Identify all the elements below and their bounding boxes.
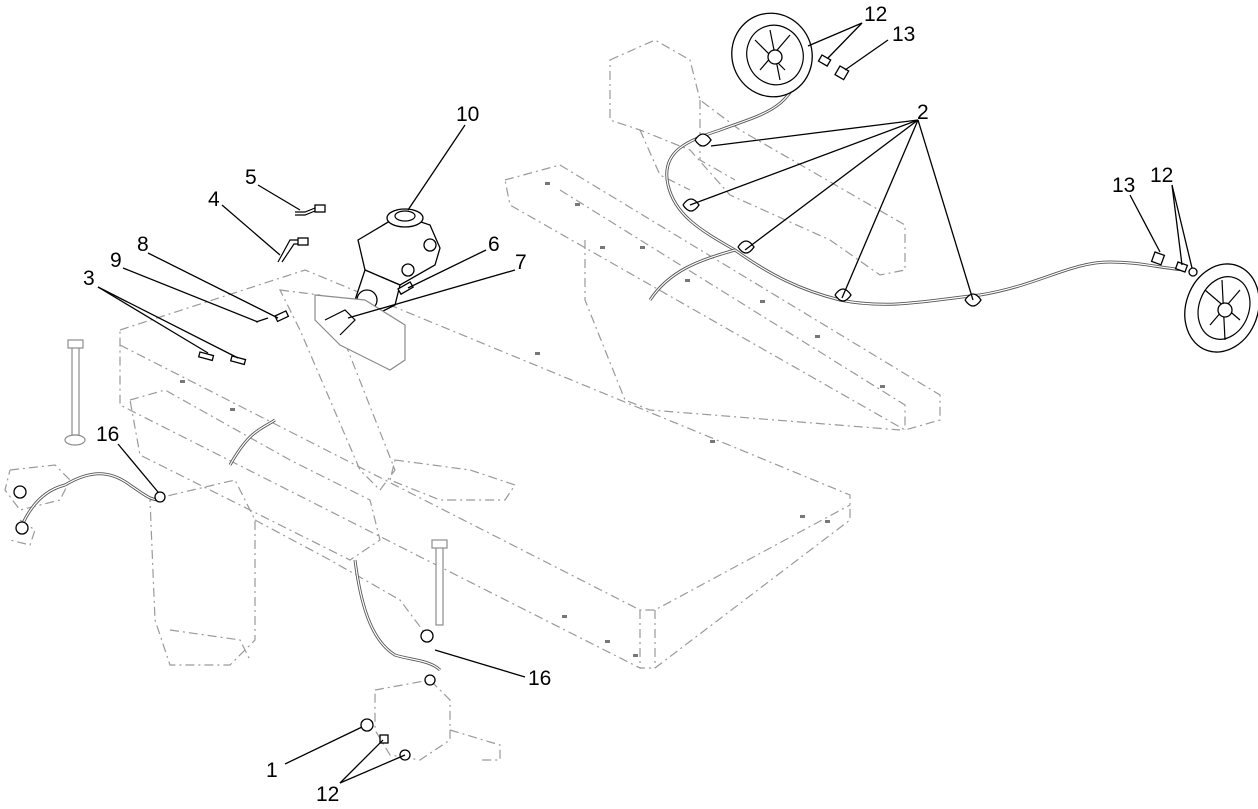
callout-13-right: 13: [1112, 174, 1135, 197]
callout-4: 4: [208, 188, 220, 211]
rear-fittings: [817, 54, 1198, 277]
callout-12-bottom: 12: [316, 783, 339, 806]
pedal-bracket: [314, 294, 406, 371]
callout-9: 9: [110, 249, 122, 272]
leader-lines: [97, 22, 1193, 784]
brake-lines-4-5: [277, 204, 326, 263]
callout-16-left: 16: [96, 423, 119, 446]
callout-6: 6: [488, 233, 500, 256]
callout-3: 3: [83, 267, 95, 290]
front-brake-lines: [18, 418, 442, 672]
bolts: [13, 339, 448, 761]
rear-brake-drum-right: [1184, 263, 1258, 353]
callout-16-bottom: 16: [528, 667, 551, 690]
frame-holes: [180, 182, 885, 657]
callout-1: 1: [266, 759, 278, 782]
rear-brake-drum-top: [731, 12, 813, 98]
callout-12-right: 12: [1150, 164, 1173, 187]
callout-12-top: 12: [864, 3, 887, 26]
callout-5: 5: [245, 166, 257, 189]
rear-brake-lines: [648, 69, 1186, 306]
brake-line-clips: [682, 133, 982, 307]
callout-13-top: 13: [892, 23, 915, 46]
callout-7: 7: [515, 251, 527, 274]
callout-8: 8: [137, 233, 149, 256]
callout-10: 10: [456, 103, 479, 126]
callout-labels: 1 2 3 4 5 6 7 8 9 10 12 12 12 13 13 16 1…: [83, 3, 1173, 806]
callout-2: 2: [917, 101, 929, 124]
chassis-frame-phantom: [4, 39, 941, 761]
master-cylinder: [354, 208, 441, 316]
